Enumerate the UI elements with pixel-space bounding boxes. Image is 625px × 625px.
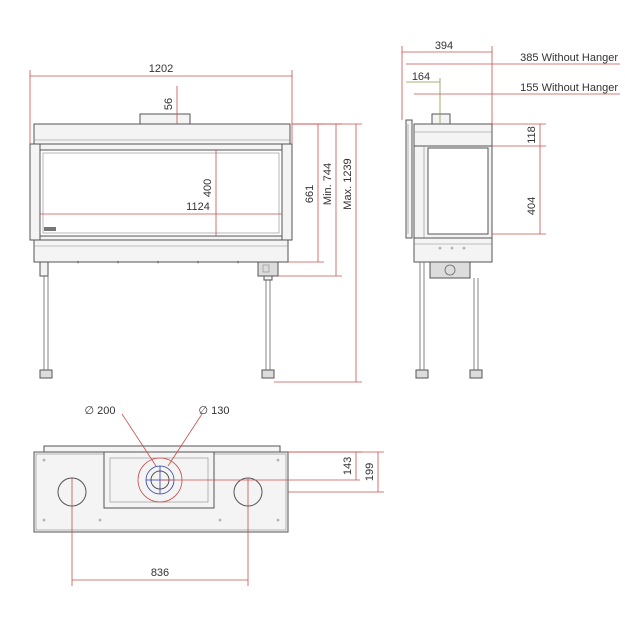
front-view: [29, 113, 293, 379]
dim-max-height: Max. 1239: [342, 158, 354, 209]
side-base: [413, 237, 493, 263]
dim-height-661: 661: [304, 185, 316, 203]
front-dimensions: 1202 56 400 1124 661 Min. 744 Max. 1239: [29, 63, 362, 383]
dim-glass-height: 400: [202, 179, 214, 197]
dim-diameter-200: ∅ 200: [85, 405, 116, 417]
dim-diameter-130: ∅ 130: [199, 405, 230, 417]
front-logo: [44, 227, 56, 231]
front-gas-block: [257, 261, 279, 277]
front-top-frame: [33, 123, 291, 145]
dim-top-199: 199: [364, 463, 376, 481]
dim-side-118: 118: [526, 126, 538, 144]
front-leg-left: [39, 261, 49, 277]
side-view: [405, 113, 493, 379]
front-flue-collar: [139, 113, 191, 125]
front-glass: [39, 149, 283, 237]
dim-top-143: 143: [342, 457, 354, 475]
side-dimensions: 394 385 Without Hanger 164 155 Without H…: [401, 40, 620, 235]
dim-overall-width: 1202: [149, 63, 173, 75]
side-glass: [427, 147, 489, 235]
front-base: [33, 239, 289, 263]
dim-side-404: 404: [526, 197, 538, 215]
dim-side-164: 164: [412, 71, 430, 83]
dim-flue-height: 56: [163, 98, 175, 110]
dim-side-155: 155 Without Hanger: [520, 82, 618, 94]
dim-glass-width: 1124: [186, 201, 210, 213]
dim-side-385: 385 Without Hanger: [520, 52, 618, 64]
top-view: [33, 445, 289, 533]
dim-side-depth: 394: [435, 40, 453, 52]
side-top-block: [413, 123, 493, 147]
dim-top-836: 836: [151, 567, 169, 579]
top-dimensions: ∅ 200 ∅ 130 143 199 836: [71, 405, 384, 586]
front-leg-right: [263, 275, 273, 281]
dim-min-height: Min. 744: [322, 163, 334, 205]
side-hanger: [405, 119, 413, 239]
